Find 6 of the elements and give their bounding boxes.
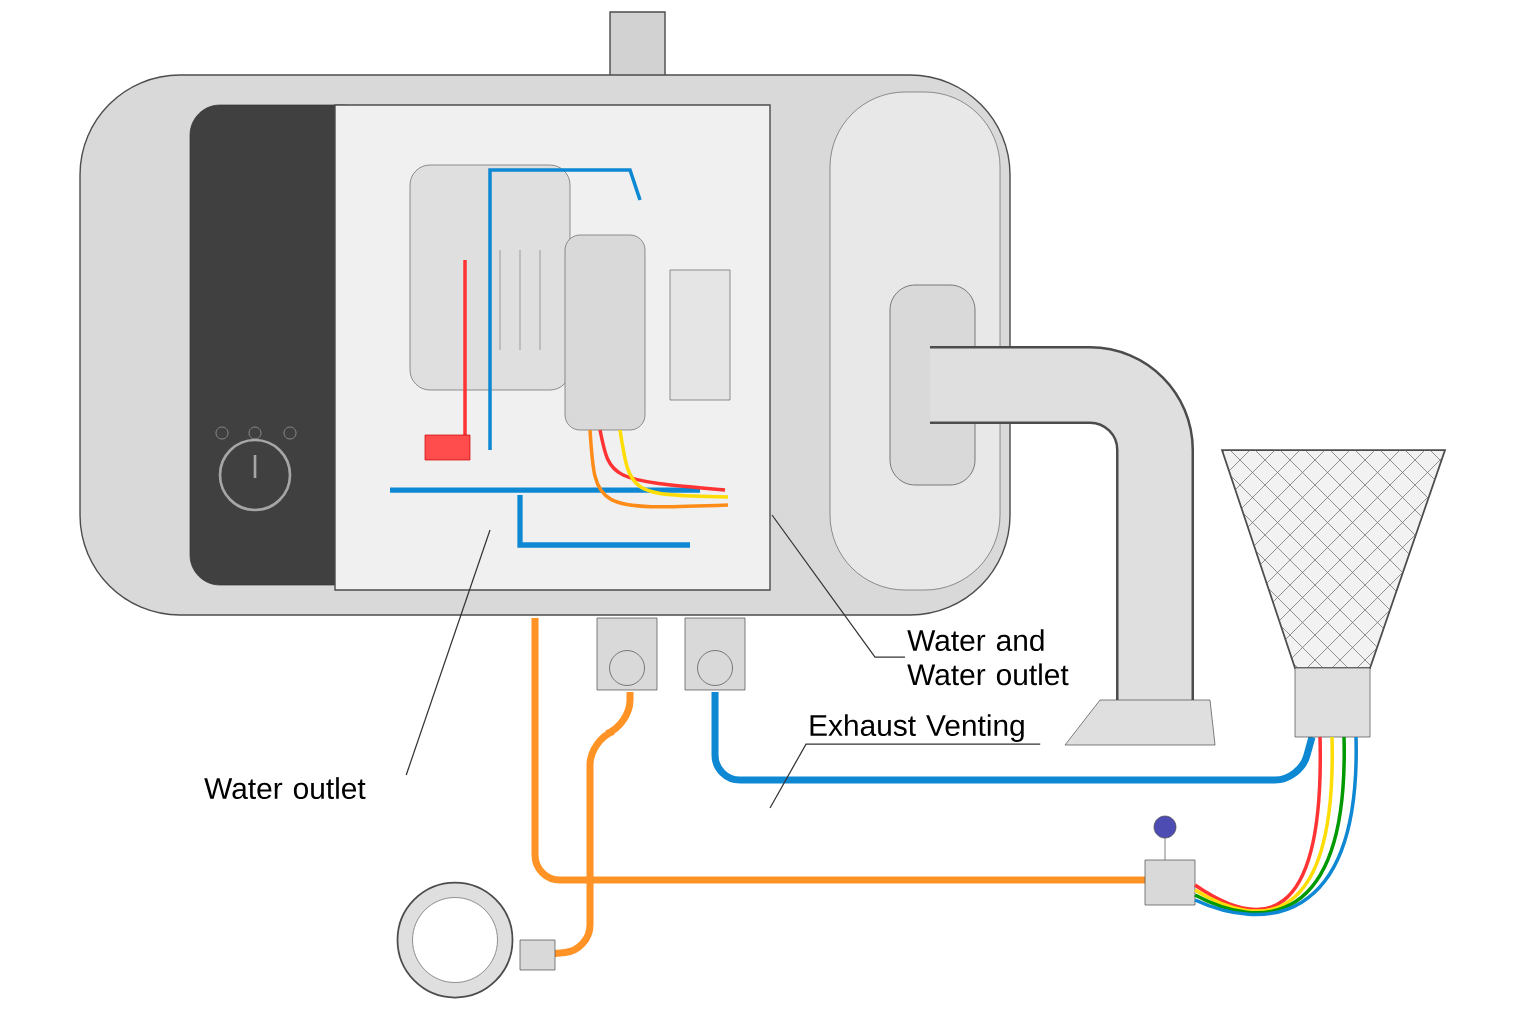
callout-label: Exhaust Venting: [810, 714, 1024, 742]
leader-line: [771, 514, 906, 658]
callout-label: Water and Water outlet: [907, 629, 1069, 686]
leader-line: [769, 743, 1041, 809]
callout-label: Water outlet: [204, 777, 366, 800]
leader-line: [405, 529, 491, 776]
